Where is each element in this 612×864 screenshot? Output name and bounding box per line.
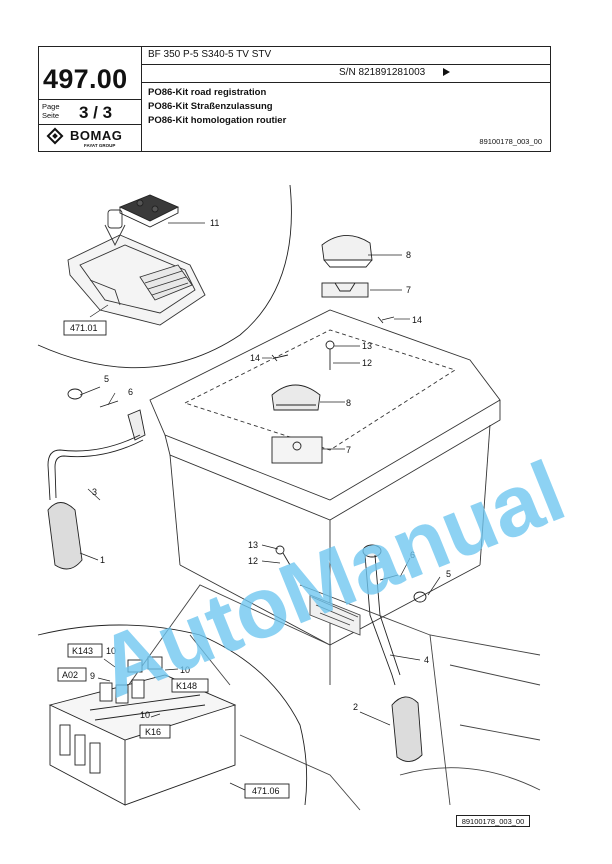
beacon-top [321,235,373,298]
callout-6: 6 [128,387,133,397]
bomag-logo: BOMAG FAYAT GROUP [46,127,136,148]
logo-subtext: FAYAT GROUP [84,143,116,148]
callout-4: 4 [424,655,429,665]
callout-8: 8 [406,250,411,260]
callout-10: 10 [106,646,116,656]
logo-diamond-icon [46,127,64,145]
machine-body [99,584,541,811]
page-label: Page Seite [42,102,60,120]
callout-10: 10 [180,665,190,675]
callout-13: 13 [248,540,258,550]
divider [39,99,141,100]
arrow-right-icon [443,68,450,76]
page-number: 3 / 3 [79,103,113,122]
title-french: PO86-Kit homologation routier [148,115,287,126]
joystick-console [67,209,206,326]
mirror-left [47,388,146,570]
callout-9: 9 [90,671,95,681]
drawing-reference: 89100178_003_00 [479,137,542,146]
page-label-en: Page [42,102,60,111]
callout-3: 3 [92,487,97,497]
ref-471-01: 471.01 [70,323,98,333]
inset-arc-bottom [37,624,308,806]
label-box-k148 [171,678,209,693]
leader-lines [79,222,441,791]
callout-13: 13 [362,341,372,351]
switch-panel [118,194,180,228]
callout-10: 10 [140,710,150,720]
exploded-parts-drawing: 11 8 7 14 13 12 14 5 6 8 7 3 1 13 12 6 5… [37,184,577,811]
ref-box-471-06 [244,783,290,799]
mirror-right [362,544,427,762]
label-box-k16 [139,724,171,739]
callout-14: 14 [250,353,260,363]
divider [141,47,142,151]
header-block: BF 350 P-5 S340-5 TV STV S/N 82189128100… [38,46,551,152]
label-k148: K148 [176,681,197,691]
label-a02: A02 [62,670,78,680]
label-box-a02 [57,667,87,682]
ref-box-471-01 [63,320,107,336]
bottom-drawing-reference: 89100178_003_00 [456,815,530,827]
callout-5: 5 [104,374,109,384]
document-number: 497.00 [43,64,128,94]
callout-14: 14 [412,315,422,325]
label-k16: K16 [145,727,161,737]
callout-6: 6 [410,550,415,560]
serial-number: S/N 821891281003 [339,67,426,78]
callout-1: 1 [100,555,105,565]
bolts [99,316,399,581]
ref-471-06: 471.06 [252,786,280,796]
callout-12: 12 [248,556,258,566]
divider [141,64,551,65]
title-german: PO86-Kit Straßenzulassung [148,101,273,112]
watermark-text: AutoManual [85,443,577,716]
callout-7: 7 [406,285,411,295]
title-block: PO86-Kit road registration PO86-Kit Stra… [148,86,286,128]
callout-8: 8 [346,398,351,408]
title-english: PO86-Kit road registration [148,87,267,98]
divider [141,82,551,83]
callout-12: 12 [362,358,372,368]
beacon-roof [271,384,323,464]
page-label-de: Seite [42,111,60,120]
callout-7: 7 [346,445,351,455]
label-box-k143 [67,643,103,658]
callout-2: 2 [353,702,358,712]
logo-wordmark: BOMAG [70,128,123,143]
label-k143: K143 [72,646,93,656]
callout-5: 5 [446,569,451,579]
model-designation: BF 350 P-5 S340-5 TV STV [148,49,272,60]
callout-11: 11 [210,218,219,228]
inset-arc-top [37,184,292,369]
divider [39,124,141,125]
